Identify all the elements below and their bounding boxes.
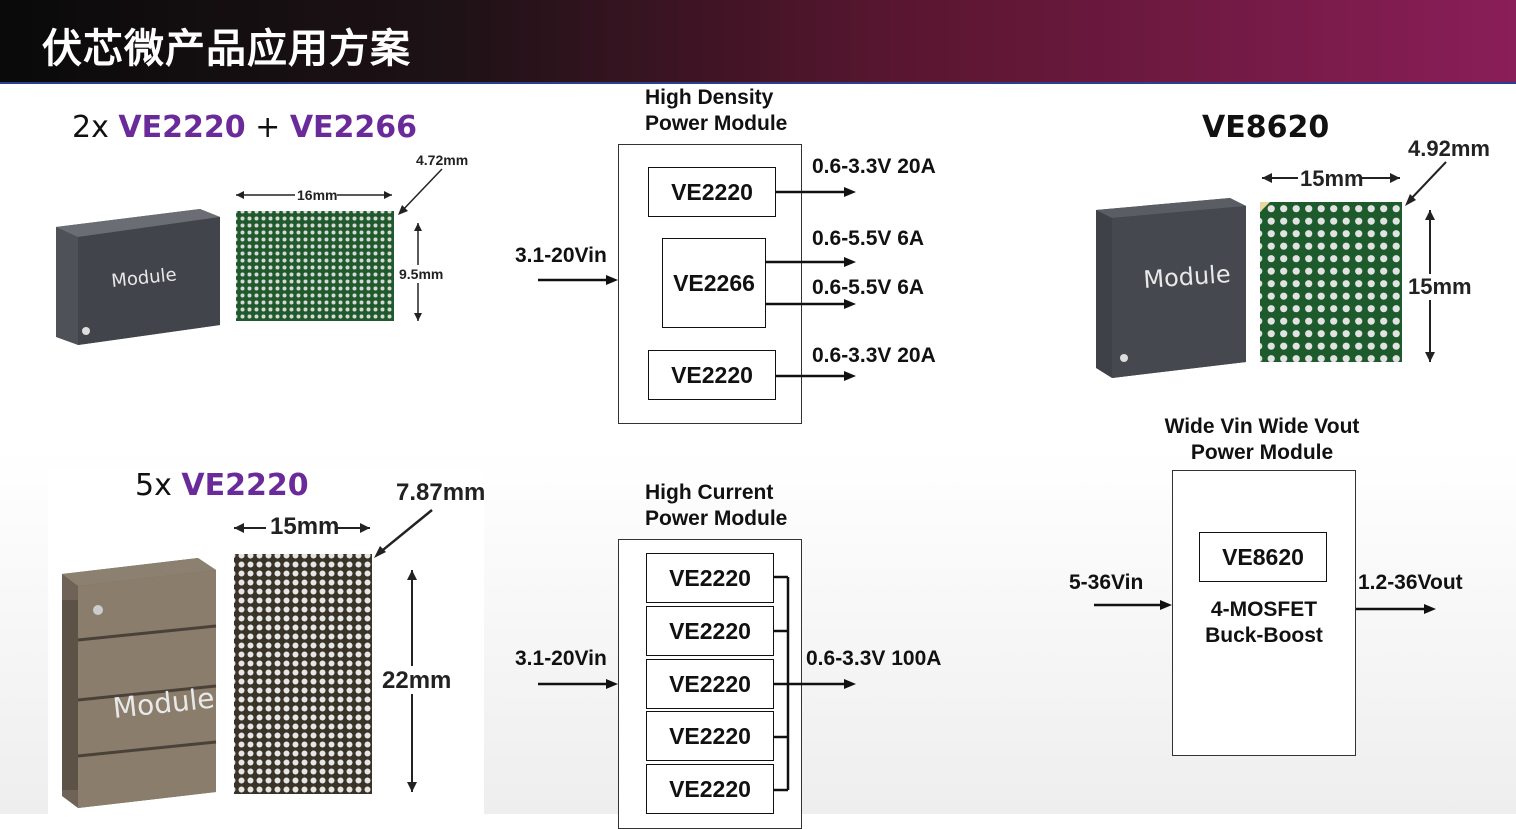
current-block-3: VE2220 bbox=[646, 659, 774, 709]
section2-part: VE2220 bbox=[181, 468, 309, 503]
current-block-4: VE2220 bbox=[646, 711, 774, 761]
density-input-label: 3.1-20Vin bbox=[515, 244, 607, 267]
density-output-3: 0.6-5.5V 6A bbox=[812, 276, 925, 299]
wide-desc-2: Buck-Boost bbox=[1205, 624, 1323, 647]
section2-prefix: 5x bbox=[135, 468, 182, 503]
wide-desc-1: 4-MOSFET bbox=[1210, 598, 1318, 621]
density-title-1: High Density bbox=[645, 86, 774, 109]
dim-width-1: 16mm bbox=[297, 187, 337, 203]
module-image-1: Module 16mm 9.5mm 4.72mm bbox=[56, 152, 468, 345]
dim-height-2: 7.87mm bbox=[396, 479, 485, 506]
wide-input-label: 5-36Vin bbox=[1069, 571, 1144, 594]
section2-heading: 5x VE2220 bbox=[135, 468, 309, 503]
dim-height-3: 4.92mm bbox=[1408, 136, 1490, 161]
wide-frame bbox=[1172, 470, 1356, 756]
module-image-3: Module 15mm 15mm 4.92mm bbox=[1096, 136, 1490, 378]
wide-title-2: Power Module bbox=[1190, 441, 1334, 464]
density-block-3: VE2220 bbox=[648, 350, 776, 400]
wide-title-1: Wide Vin Wide Vout bbox=[1164, 415, 1360, 438]
section3-part: VE8620 bbox=[1202, 110, 1330, 145]
density-output-2: 0.6-5.5V 6A bbox=[812, 227, 925, 250]
section1-heading: 2x VE2220 + VE2266 bbox=[72, 110, 417, 145]
section1-plus: + bbox=[245, 110, 290, 145]
current-block-2: VE2220 bbox=[646, 606, 774, 656]
module-image-2: Module 7.87mm 15mm 22mm bbox=[62, 479, 485, 808]
current-block-1: VE2220 bbox=[646, 553, 774, 603]
current-block-5: VE2220 bbox=[646, 764, 774, 814]
density-block-2: VE2266 bbox=[662, 238, 766, 328]
dim-height-1: 4.72mm bbox=[416, 152, 468, 168]
density-block-1: VE2220 bbox=[648, 167, 776, 217]
section1-part-b: VE2266 bbox=[289, 110, 418, 145]
current-input-label: 3.1-20Vin bbox=[515, 647, 607, 670]
current-title-1: High Current bbox=[645, 481, 774, 504]
density-output-4: 0.6-3.3V 20A bbox=[812, 344, 936, 367]
module-label-3: Module bbox=[1142, 260, 1231, 294]
dim-depth-1: 9.5mm bbox=[399, 266, 443, 282]
section1-part-a: VE2220 bbox=[118, 110, 246, 145]
dim-width-2: 15mm bbox=[270, 513, 339, 540]
wide-block: VE8620 bbox=[1199, 532, 1327, 582]
density-title-2: Power Module bbox=[645, 112, 788, 135]
wide-output-label: 1.2-36Vout bbox=[1358, 571, 1463, 594]
page-title: 伏芯微产品应用方案 bbox=[42, 26, 411, 72]
current-title-2: Power Module bbox=[645, 507, 788, 530]
title-bar: 伏芯微产品应用方案 bbox=[0, 0, 1516, 84]
current-output-label: 0.6-3.3V 100A bbox=[806, 647, 942, 670]
section1-prefix: 2x bbox=[72, 110, 119, 145]
dim-depth-3: 15mm bbox=[1408, 274, 1472, 299]
dim-width-3: 15mm bbox=[1300, 166, 1364, 191]
density-output-1: 0.6-3.3V 20A bbox=[812, 155, 936, 178]
dim-depth-2: 22mm bbox=[382, 667, 451, 694]
